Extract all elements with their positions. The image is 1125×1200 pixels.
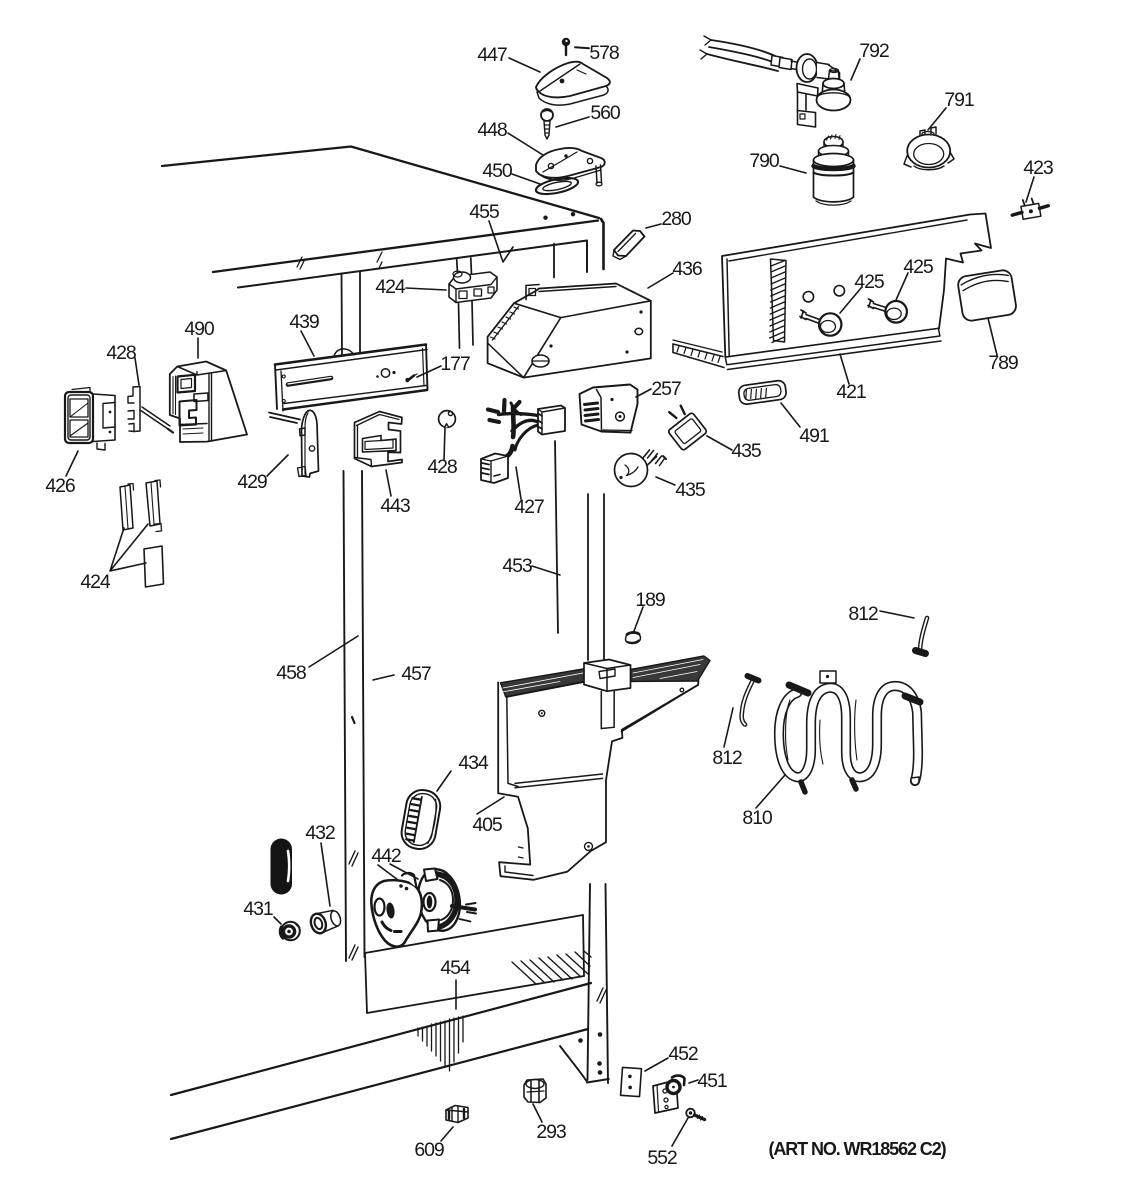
svg-text:457: 457 <box>401 663 430 685</box>
svg-text:280: 280 <box>661 208 691 230</box>
svg-text:810: 810 <box>742 807 772 829</box>
svg-text:428: 428 <box>427 456 456 478</box>
svg-text:431: 431 <box>243 898 272 920</box>
svg-text:552: 552 <box>647 1147 676 1169</box>
svg-text:443: 443 <box>380 495 409 517</box>
svg-text:435: 435 <box>675 479 705 501</box>
svg-text:436: 436 <box>672 258 701 280</box>
svg-text:425: 425 <box>854 271 884 293</box>
svg-text:432: 432 <box>305 822 334 844</box>
svg-text:791: 791 <box>944 89 973 111</box>
svg-text:442: 442 <box>371 845 400 867</box>
svg-text:439: 439 <box>289 311 318 333</box>
svg-text:426: 426 <box>45 475 74 497</box>
svg-text:447: 447 <box>477 44 506 66</box>
svg-text:450: 450 <box>482 160 512 182</box>
svg-text:177: 177 <box>440 353 469 375</box>
svg-text:491: 491 <box>799 425 828 447</box>
svg-text:429: 429 <box>237 471 266 493</box>
svg-text:455: 455 <box>469 201 499 223</box>
svg-text:458: 458 <box>276 662 305 684</box>
svg-text:(ART NO. WR18562 C2): (ART NO. WR18562 C2) <box>768 1139 946 1159</box>
svg-text:560: 560 <box>590 102 620 124</box>
svg-text:451: 451 <box>697 1070 726 1092</box>
svg-text:790: 790 <box>749 150 779 172</box>
svg-text:424: 424 <box>80 571 110 593</box>
svg-text:789: 789 <box>988 352 1017 374</box>
svg-text:257: 257 <box>651 378 680 400</box>
svg-text:424: 424 <box>375 276 405 298</box>
svg-text:425: 425 <box>903 256 933 278</box>
svg-text:792: 792 <box>859 40 888 62</box>
svg-text:293: 293 <box>536 1121 565 1143</box>
svg-text:490: 490 <box>184 318 214 340</box>
svg-text:812: 812 <box>712 747 741 769</box>
svg-text:452: 452 <box>668 1043 697 1065</box>
svg-text:428: 428 <box>106 342 135 364</box>
svg-text:423: 423 <box>1023 157 1052 179</box>
svg-text:448: 448 <box>477 119 506 141</box>
svg-text:189: 189 <box>635 589 664 611</box>
svg-text:609: 609 <box>414 1139 443 1161</box>
svg-text:427: 427 <box>514 496 543 518</box>
svg-text:454: 454 <box>440 957 470 979</box>
svg-text:453: 453 <box>502 555 531 577</box>
svg-text:434: 434 <box>458 752 488 774</box>
svg-text:421: 421 <box>836 381 865 403</box>
svg-text:405: 405 <box>472 814 502 836</box>
svg-text:812: 812 <box>848 603 877 625</box>
svg-text:578: 578 <box>589 42 618 64</box>
svg-text:435: 435 <box>731 440 761 462</box>
